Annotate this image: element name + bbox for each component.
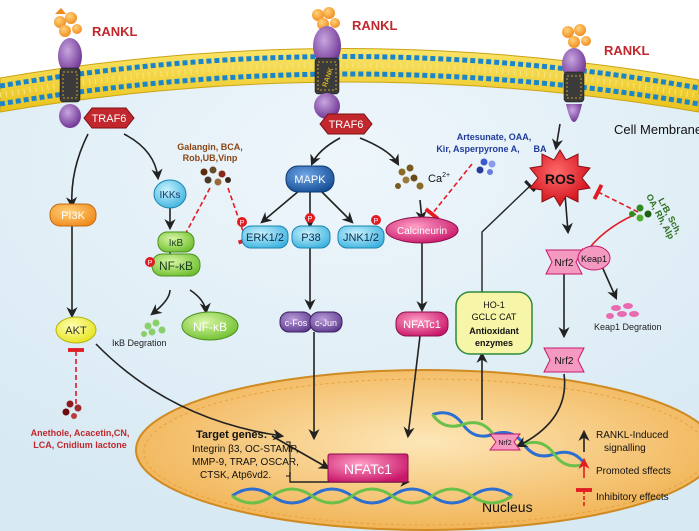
ros-label: ROS: [545, 171, 575, 187]
akt-node: AKT: [55, 316, 97, 344]
nfkb-label: NF-κB: [159, 259, 193, 273]
erk-phospho-label: P: [240, 220, 245, 227]
ikks-node: IKKs: [153, 179, 187, 209]
dna-helix-main: [231, 487, 513, 505]
antioxidant-label-1: Antioxidant: [469, 326, 519, 336]
target-genes-title: Target genes:: [196, 429, 267, 441]
ros-node: ROS: [529, 149, 591, 207]
rankl-ligand-3: [562, 24, 591, 48]
mapk-label: MAPK: [294, 174, 326, 186]
jnk-label: JNK1/2: [343, 232, 379, 244]
nfatc1-nucleus-label: NFATc1: [344, 461, 392, 477]
traf6-label-center: TRAF6: [329, 119, 364, 131]
cfos-cjun-complex: c-Fos c-Jun: [279, 311, 343, 333]
ikb-degration: IκB Degration: [112, 319, 167, 348]
nfatc1-cytoplasm-node: NFATc1: [395, 311, 449, 337]
nfatc1-nucleus-node: NFATc1: [327, 453, 409, 483]
galangin-text-1: Galangin, BCA,: [177, 142, 243, 152]
jnk-node: JNK1/2 P: [337, 215, 385, 249]
ikks-label: IKKs: [159, 190, 180, 201]
artesunate-text-3: BA: [534, 144, 547, 154]
antioxidant-label-2: enzymes: [475, 338, 513, 348]
target-genes-line-1: Integrin β3, OC-STAMP,: [192, 444, 299, 455]
rank-receptor-2: RANK: [313, 26, 341, 119]
rankl-label-3: RANKL: [604, 43, 650, 58]
cell-membrane: [0, 48, 699, 113]
target-genes-block: Target genes: Integrin β3, OC-STAMP, MMP…: [192, 429, 299, 481]
calcineurin-label: Calcineurin: [397, 226, 447, 237]
p38-node: P38 P: [291, 213, 331, 249]
antioxidant-enzymes-box: HO-1 GCLC CAT Antioxidant enzymes: [455, 291, 533, 355]
nrf2-label-1: Nrf2: [555, 258, 574, 269]
nrf2-dna-node: Nrf2: [489, 433, 521, 451]
ikb-label: IκB: [169, 238, 184, 249]
rank-receptor-3: [562, 48, 586, 122]
cjun-label: c-Jun: [315, 318, 337, 328]
cell-membrane-label: Cell Membrane: [614, 122, 699, 137]
jnk-phospho-label: P: [374, 218, 379, 225]
artesunate-text-1: Artesunate, OAA,: [457, 132, 532, 142]
p38-label: P38: [301, 232, 321, 244]
artesunate-text-2: Kir, Asperpyrone A,: [436, 144, 519, 154]
legend-induced-2: signalling: [604, 443, 646, 454]
erk-node: ERK1/2 P: [237, 217, 289, 249]
p38-phospho-label: P: [308, 216, 313, 223]
anethole-inhibitor: Anethole, Acacetin,CN, LCA, Cnidium lact…: [31, 400, 130, 450]
legend-promoted: Promoted sffects: [596, 466, 671, 477]
ikb-phospho-label: P: [148, 260, 153, 267]
erk-label: ERK1/2: [246, 232, 284, 244]
nrf2-label-small: Nrf2: [498, 440, 511, 447]
galangin-text-2: Rob,UB,Vinp: [183, 153, 238, 163]
galangin-inhibitor: Galangin, BCA, Rob,UB,Vinp: [177, 142, 243, 186]
gclc-cat-label: GCLC CAT: [472, 312, 517, 322]
ho1-label: HO-1: [483, 300, 505, 310]
ikb-degration-label: IκB Degration: [112, 338, 167, 348]
keap1-degration-label: Keap1 Degration: [594, 322, 662, 332]
calcineurin-node: Calcineurin: [385, 216, 459, 244]
legend-inhibitory: Inhibitory effects: [596, 492, 669, 503]
pi3k-label: PI3K: [61, 210, 86, 222]
anethole-text-2: LCA, Cnidium lactone: [33, 440, 127, 450]
nrf2-keap1-complex: Nrf2 Keap1: [545, 245, 611, 275]
nfatc1-cytoplasm-label: NFATc1: [403, 319, 441, 331]
legend-induced: RANKL-Induced: [596, 430, 668, 441]
antioxidant-inhibit-line: [481, 179, 536, 292]
ca-label: Ca2+: [428, 172, 450, 185]
calcium-cluster: Ca2+: [395, 164, 450, 190]
signal-arrows: [65, 123, 618, 470]
target-genes-line-3: CTSK, Atp6vd2.: [200, 470, 271, 481]
traf6-node-left: TRAF6: [83, 107, 135, 129]
nrf2-label-2: Nrf2: [555, 356, 574, 367]
rankl-label-1: RANKL: [92, 24, 138, 39]
nfkb-free-node: NF-κB: [181, 311, 239, 341]
mapk-node: MAPK: [285, 165, 335, 193]
artesunate-inhibitor: Artesunate, OAA, Kir, Asperpyrone A, BA: [436, 132, 547, 175]
ikb-nfkb-complex: IκB NF-κB P: [145, 231, 201, 277]
traf6-node-center: TRAF6: [319, 113, 373, 135]
rankl-label-2: RANKL: [352, 18, 398, 33]
keap1-label: Keap1: [581, 254, 607, 264]
legend: RANKL-Induced signalling Promoted sffect…: [576, 429, 671, 506]
anethole-text-1: Anethole, Acacetin,CN,: [31, 428, 130, 438]
keap1-degration: Keap1 Degration: [594, 303, 662, 332]
akt-label: AKT: [65, 325, 87, 337]
nrf2-free-node: Nrf2: [543, 347, 585, 373]
traf6-label-left: TRAF6: [92, 113, 127, 125]
rank-receptor-1: [58, 38, 82, 128]
pi3k-node: PI3K: [49, 203, 97, 227]
target-genes-line-2: MMP-9, TRAP, OSCAR,: [192, 457, 299, 468]
rankl-ligand-1: [54, 8, 82, 37]
cfos-label: c-Fos: [285, 318, 308, 328]
nfkb-free-label: NF-κB: [193, 320, 227, 334]
